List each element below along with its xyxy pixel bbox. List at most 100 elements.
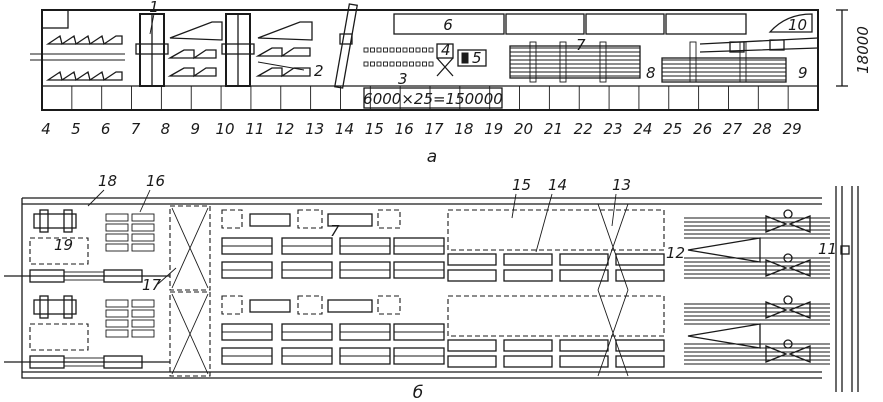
plan-a-scale-number: 27 (723, 120, 743, 138)
plan-a-bay-dividers (71, 86, 789, 110)
plan-a-roller (376, 47, 382, 53)
plan-b-line-2-sq-3 (377, 295, 401, 315)
plan-a-roller (370, 47, 375, 53)
plan-a-scale-number: 18 (454, 120, 473, 138)
plan-a-stack-left-bottom (45, 70, 123, 82)
plan-a-callout-8: 8 (646, 64, 656, 82)
plan-b-line-1-right-bar (503, 253, 553, 266)
plan-b-line-2-cross (597, 289, 629, 377)
plan-a-scale-number: 28 (753, 120, 772, 138)
plan-a-box-6a (393, 13, 505, 35)
plan-a-roller (422, 47, 427, 53)
plan-a-callout-3: 3 (398, 70, 408, 88)
plan-b-line-2-stack-b (131, 319, 155, 328)
plan-b-line-2-right-bar (559, 339, 609, 352)
plan-b-line-1-right-bar (447, 269, 497, 282)
plan-b-callout-15: 15 (512, 176, 531, 194)
plan-a-roller (396, 47, 401, 53)
plan-b-line-2-right-bar (503, 355, 553, 368)
plan-a-diagonal-transfer-hub (339, 33, 353, 45)
plan-a-roller (363, 61, 369, 67)
plan-a-box-6d (665, 13, 747, 35)
plan-a-roller (363, 47, 369, 53)
plan-a-roller (370, 61, 375, 67)
plan-a-roller (422, 61, 427, 67)
plan-b: 18 16 19 17 7 15 14 13 12 11 б (4, 172, 859, 402)
plan-a-scale-number: 23 (604, 120, 623, 138)
plan-b-line-1-sq-3 (377, 209, 401, 229)
plan-a-stack-cross-bar (599, 41, 607, 83)
plan-a-scale-number: 26 (693, 120, 712, 138)
plan-b-line-2-stack-b (131, 299, 155, 308)
plan-b-line-1-right-bar (503, 269, 553, 282)
plan-b-line-2-bar-1 (249, 299, 291, 313)
plan-a-callout-4: 4 (441, 41, 451, 59)
plan-b-line-1-bowtie (765, 215, 811, 233)
plan-a-roller (409, 47, 414, 53)
plan-a-element-9-box (729, 41, 745, 53)
plan-b-line-1-axle-wheel-2 (63, 209, 73, 233)
plan-b-line-2-sq-2 (297, 295, 323, 315)
plan-b-line-2-stack-a (105, 309, 129, 318)
plan-b-line-1-stack-a (105, 243, 129, 252)
plan-b-callout-16: 16 (146, 172, 165, 190)
plan-b-line-2-stack-b (131, 309, 155, 318)
plan-b-callout-19: 19 (54, 236, 73, 254)
plan-a-roller (415, 61, 421, 67)
plan-a-scale-number: 7 (131, 120, 141, 138)
plan-b-line-1-stack-b (131, 213, 155, 222)
plan-b-line-2-stack-b (131, 329, 155, 338)
plan-a-callout-1: 1 (149, 0, 159, 16)
plan-b-line-1-column (169, 205, 211, 291)
plan-b-line-2-turntable-pin (783, 339, 793, 349)
plan-b-callout-7: 7 (330, 222, 340, 240)
plan-a-width-dimension: 18000 (854, 26, 872, 74)
plan-b-line-1-axle-frame (33, 213, 77, 229)
plan-a-scale-number: 24 (633, 120, 652, 138)
plan-b-line-1-stack-b (131, 243, 155, 252)
plan-b-line-2-right-bar (447, 355, 497, 368)
plan-a-leader-2 (257, 61, 305, 71)
plan-a-long-stack-7 (509, 45, 641, 79)
plan-b-line-1-turntable-pin (783, 209, 793, 219)
plan-b-line-2-feed-box-3 (63, 357, 105, 367)
plan-b-building-outline (21, 197, 822, 379)
plan-b-line-2-wedge (687, 323, 761, 349)
plan-a-leader-1 (149, 13, 155, 35)
plan-a-scale-number: 5 (71, 120, 81, 138)
plan-b-leader-15 (511, 193, 517, 219)
plan-b-line-2-axle-frame (33, 299, 77, 315)
plan-a-roller (383, 61, 388, 67)
plan-b-line-1-right-bar (559, 269, 609, 282)
plan-a-callout-9: 9 (798, 64, 808, 82)
plan-b-line-1-stack-a (105, 223, 129, 232)
plan-a-roller (402, 47, 408, 53)
plan-b-leader-14 (535, 193, 553, 253)
plan-b-line-1-column-x (171, 207, 209, 289)
plan-a-stack-left-top (45, 34, 123, 46)
plan-b-equipment (4, 203, 830, 377)
plan-a-long-stack-8 (661, 57, 787, 83)
plan-b-line-2-right-bar (559, 355, 609, 368)
plan-b-line-2-stack-a (105, 319, 129, 328)
plan-a-scale-number: 22 (574, 120, 593, 138)
plan-b-line-1-axle-wheel-1 (39, 209, 49, 233)
plan-a-roller (402, 61, 408, 67)
plan-b-line-2-room (29, 323, 89, 351)
plan-a-corner-room (41, 9, 69, 29)
plan-b-leader-13 (611, 193, 617, 227)
plan-b-line-1-right-bar (559, 253, 609, 266)
plan-a: 18000 6000×25=150000 1 2 3 4 5 6 7 8 9 1… (30, 0, 872, 167)
plan-b-leader-16 (139, 189, 151, 213)
plan-b-line-1-right-bar (615, 269, 665, 282)
plan-b-line-2-column-x (171, 293, 209, 375)
plan-a-box-6b (505, 13, 585, 35)
plan-a-roller (409, 61, 414, 67)
plan-a-scale-number: 21 (544, 120, 563, 138)
plan-a-roller (376, 61, 382, 67)
plan-b-callout-12: 12 (666, 244, 685, 262)
plan-a-scale-number: 19 (484, 120, 503, 138)
plan-a-scale-number: 29 (783, 120, 802, 138)
plan-b-line-1-turntable-pin (783, 253, 793, 263)
